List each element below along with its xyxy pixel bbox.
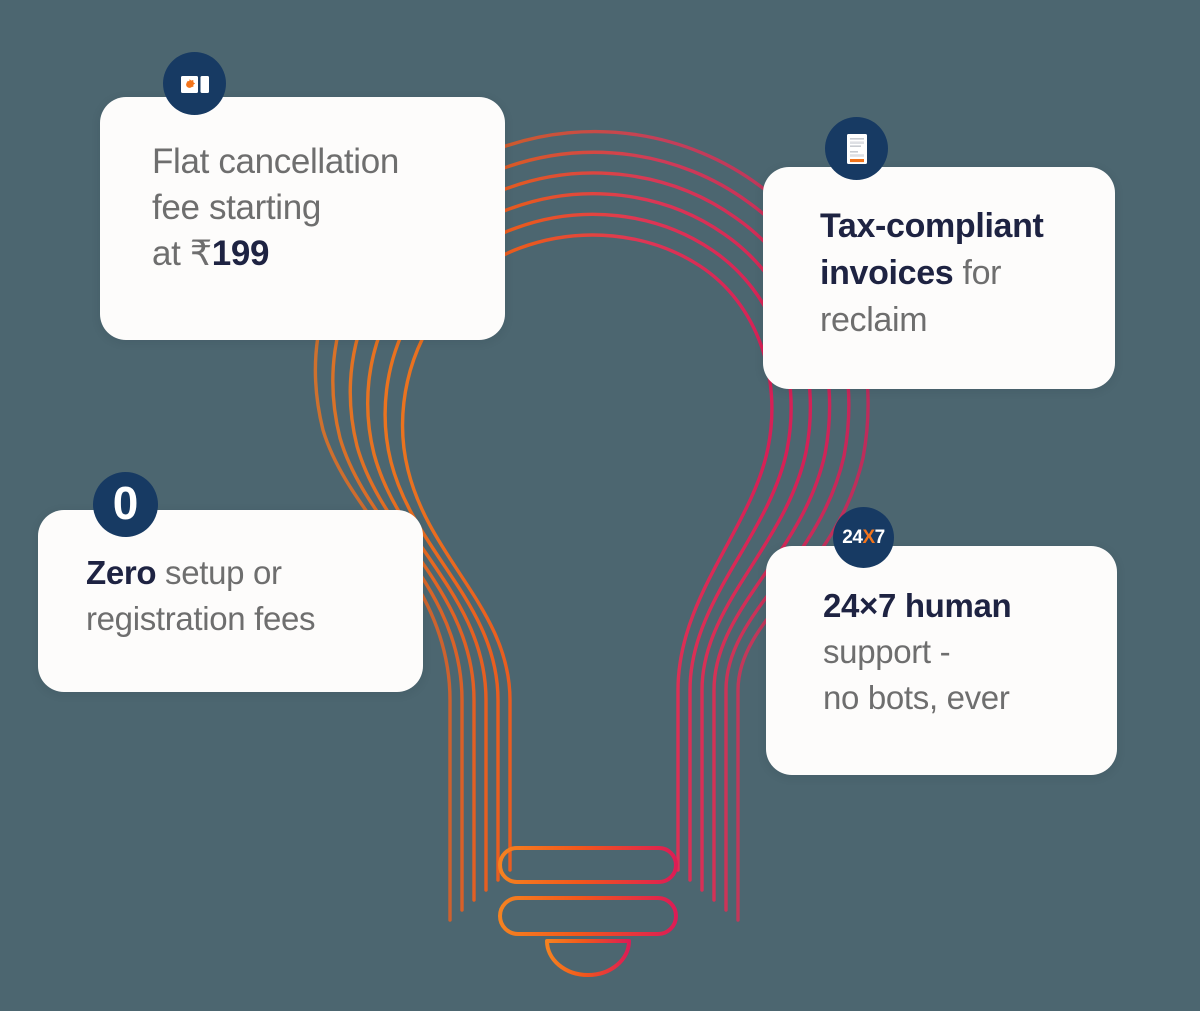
flat-fee-line-3-prefix: at	[152, 234, 190, 274]
rupee-symbol: ₹	[189, 234, 212, 274]
benefit-card-zero-fees-text: Zero setup or registration fees	[86, 550, 416, 642]
zero-line-1-rest: setup or	[156, 554, 282, 591]
invoice-document-icon	[825, 117, 888, 180]
tax-line-2-bold: invoices	[820, 253, 954, 292]
bulb-thread-upper	[498, 846, 678, 884]
twenty-four-by-seven-icon: 24X7	[833, 507, 894, 568]
benefit-card-support-text: 24×7 human support - no bots, ever	[823, 583, 1113, 722]
twenty-four-by-seven-label: 24X7	[842, 527, 886, 548]
benefit-card-flat-fee[interactable]: Flat cancellation fee starting at ₹199	[100, 97, 505, 340]
tax-line-3: reclaim	[820, 300, 928, 339]
flat-fee-line-2: fee starting	[152, 188, 321, 228]
support-line-3: no bots, ever	[823, 679, 1010, 717]
badge-247-suffix: 7	[874, 527, 886, 548]
ticket-coupon-glyph	[180, 75, 209, 93]
benefit-card-zero-fees[interactable]: Zero setup or registration fees	[38, 510, 423, 692]
badge-247-prefix: 24	[842, 527, 863, 548]
support-line-2: support -	[823, 633, 951, 671]
ticket-coupon-icon	[163, 52, 226, 115]
flat-fee-line-1: Flat cancellation	[152, 142, 399, 181]
tax-line-1: Tax-compliant	[820, 207, 1044, 245]
flat-fee-amount: 199	[211, 234, 270, 274]
bulb-thread-lower	[498, 896, 678, 936]
zero-line-1-bold: Zero	[86, 554, 157, 591]
benefit-card-tax-invoices-text: Tax-compliant invoices for reclaim	[820, 203, 1105, 344]
tax-line-2-rest: for	[953, 253, 1002, 292]
support-line-1: 24×7 human	[823, 587, 1012, 624]
zero-line-2: registration fees	[86, 600, 316, 638]
zero-circle-glyph: 0	[112, 476, 139, 529]
benefit-card-flat-fee-text: Flat cancellation fee starting at ₹199	[152, 139, 482, 278]
badge-247-x: X	[862, 527, 875, 548]
benefit-card-tax-invoices[interactable]: Tax-compliant invoices for reclaim	[763, 167, 1115, 389]
benefit-card-support[interactable]: 24×7 human support - no bots, ever	[766, 546, 1117, 775]
zero-circle-icon: 0	[93, 472, 158, 537]
invoice-document-glyph	[846, 133, 867, 164]
bulb-base-tip	[545, 939, 631, 977]
